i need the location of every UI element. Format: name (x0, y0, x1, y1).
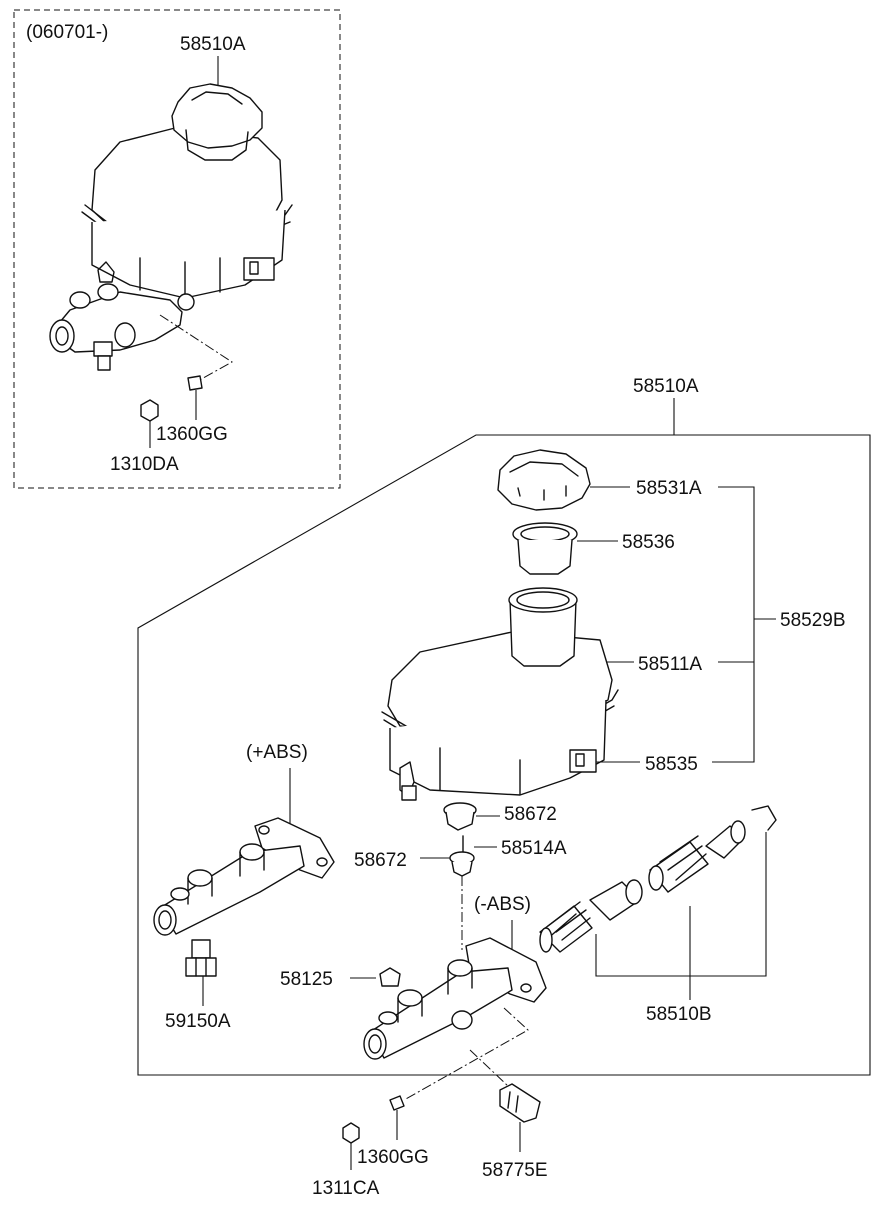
piston-kit-label[interactable]: 58510B (646, 1004, 712, 1025)
inset-nut-shape (140, 399, 159, 422)
inset-border (13, 9, 341, 489)
valve-drawing (185, 939, 217, 977)
piston-kit-drawing (539, 805, 777, 953)
lower-dashdot-guides (403, 1007, 529, 1101)
main-boundary (137, 434, 871, 1076)
abs-plus-cylinder-drawing (153, 817, 335, 936)
reservoir-kit-label[interactable]: 58529B (780, 610, 846, 631)
grommet-left-label[interactable]: 58672 (354, 850, 407, 871)
inset-washer-label[interactable]: 1360GG (156, 424, 228, 445)
cap-label[interactable]: 58531A (636, 478, 702, 499)
sensor-drawing (569, 749, 597, 773)
inset-panel: (060701-) 58510A (13, 9, 341, 489)
strainer-label[interactable]: 58536 (622, 532, 675, 553)
cap-drawing (497, 449, 591, 511)
nut-shape (342, 1122, 360, 1144)
inset-dashdot-guide (159, 314, 233, 383)
pin-drawing (449, 835, 475, 877)
pin-label[interactable]: 58514A (501, 838, 567, 859)
main-panel: 58510A 58531A 58536 (137, 376, 871, 1199)
abs-plus-label: (+ABS) (246, 742, 308, 763)
switch-drawing (499, 1083, 541, 1123)
abs-minus-label: (-ABS) (474, 894, 531, 915)
grommet-drawing (443, 802, 477, 831)
inset-washer-shape (187, 375, 203, 391)
strainer-drawing (512, 522, 578, 575)
inset-variant-label: (060701-) (26, 22, 108, 43)
abs-minus-cylinder-drawing (363, 937, 547, 1060)
inset-nut-label[interactable]: 1310DA (110, 454, 179, 475)
plug-shape (379, 967, 401, 987)
valve-label[interactable]: 59150A (165, 1011, 231, 1032)
inset-reservoir-assembly-label[interactable]: 58510A (180, 34, 246, 55)
piston-kit-bracket (595, 832, 767, 1000)
reservoir-label[interactable]: 58511A (638, 654, 702, 675)
plug-label[interactable]: 58125 (280, 969, 333, 990)
reservoir-drawing (381, 587, 619, 801)
inset-reservoir-drawing (49, 83, 293, 371)
sensor-label[interactable]: 58535 (645, 754, 698, 775)
main-assembly-label[interactable]: 58510A (633, 376, 699, 397)
reservoir-kit-bracket (712, 486, 776, 763)
washer-label[interactable]: 1360GG (357, 1147, 429, 1168)
washer-shape (389, 1095, 405, 1111)
nut-label[interactable]: 1311CA (312, 1178, 380, 1199)
switch-label[interactable]: 58775E (482, 1160, 548, 1181)
grommet-upper-label[interactable]: 58672 (504, 804, 557, 825)
